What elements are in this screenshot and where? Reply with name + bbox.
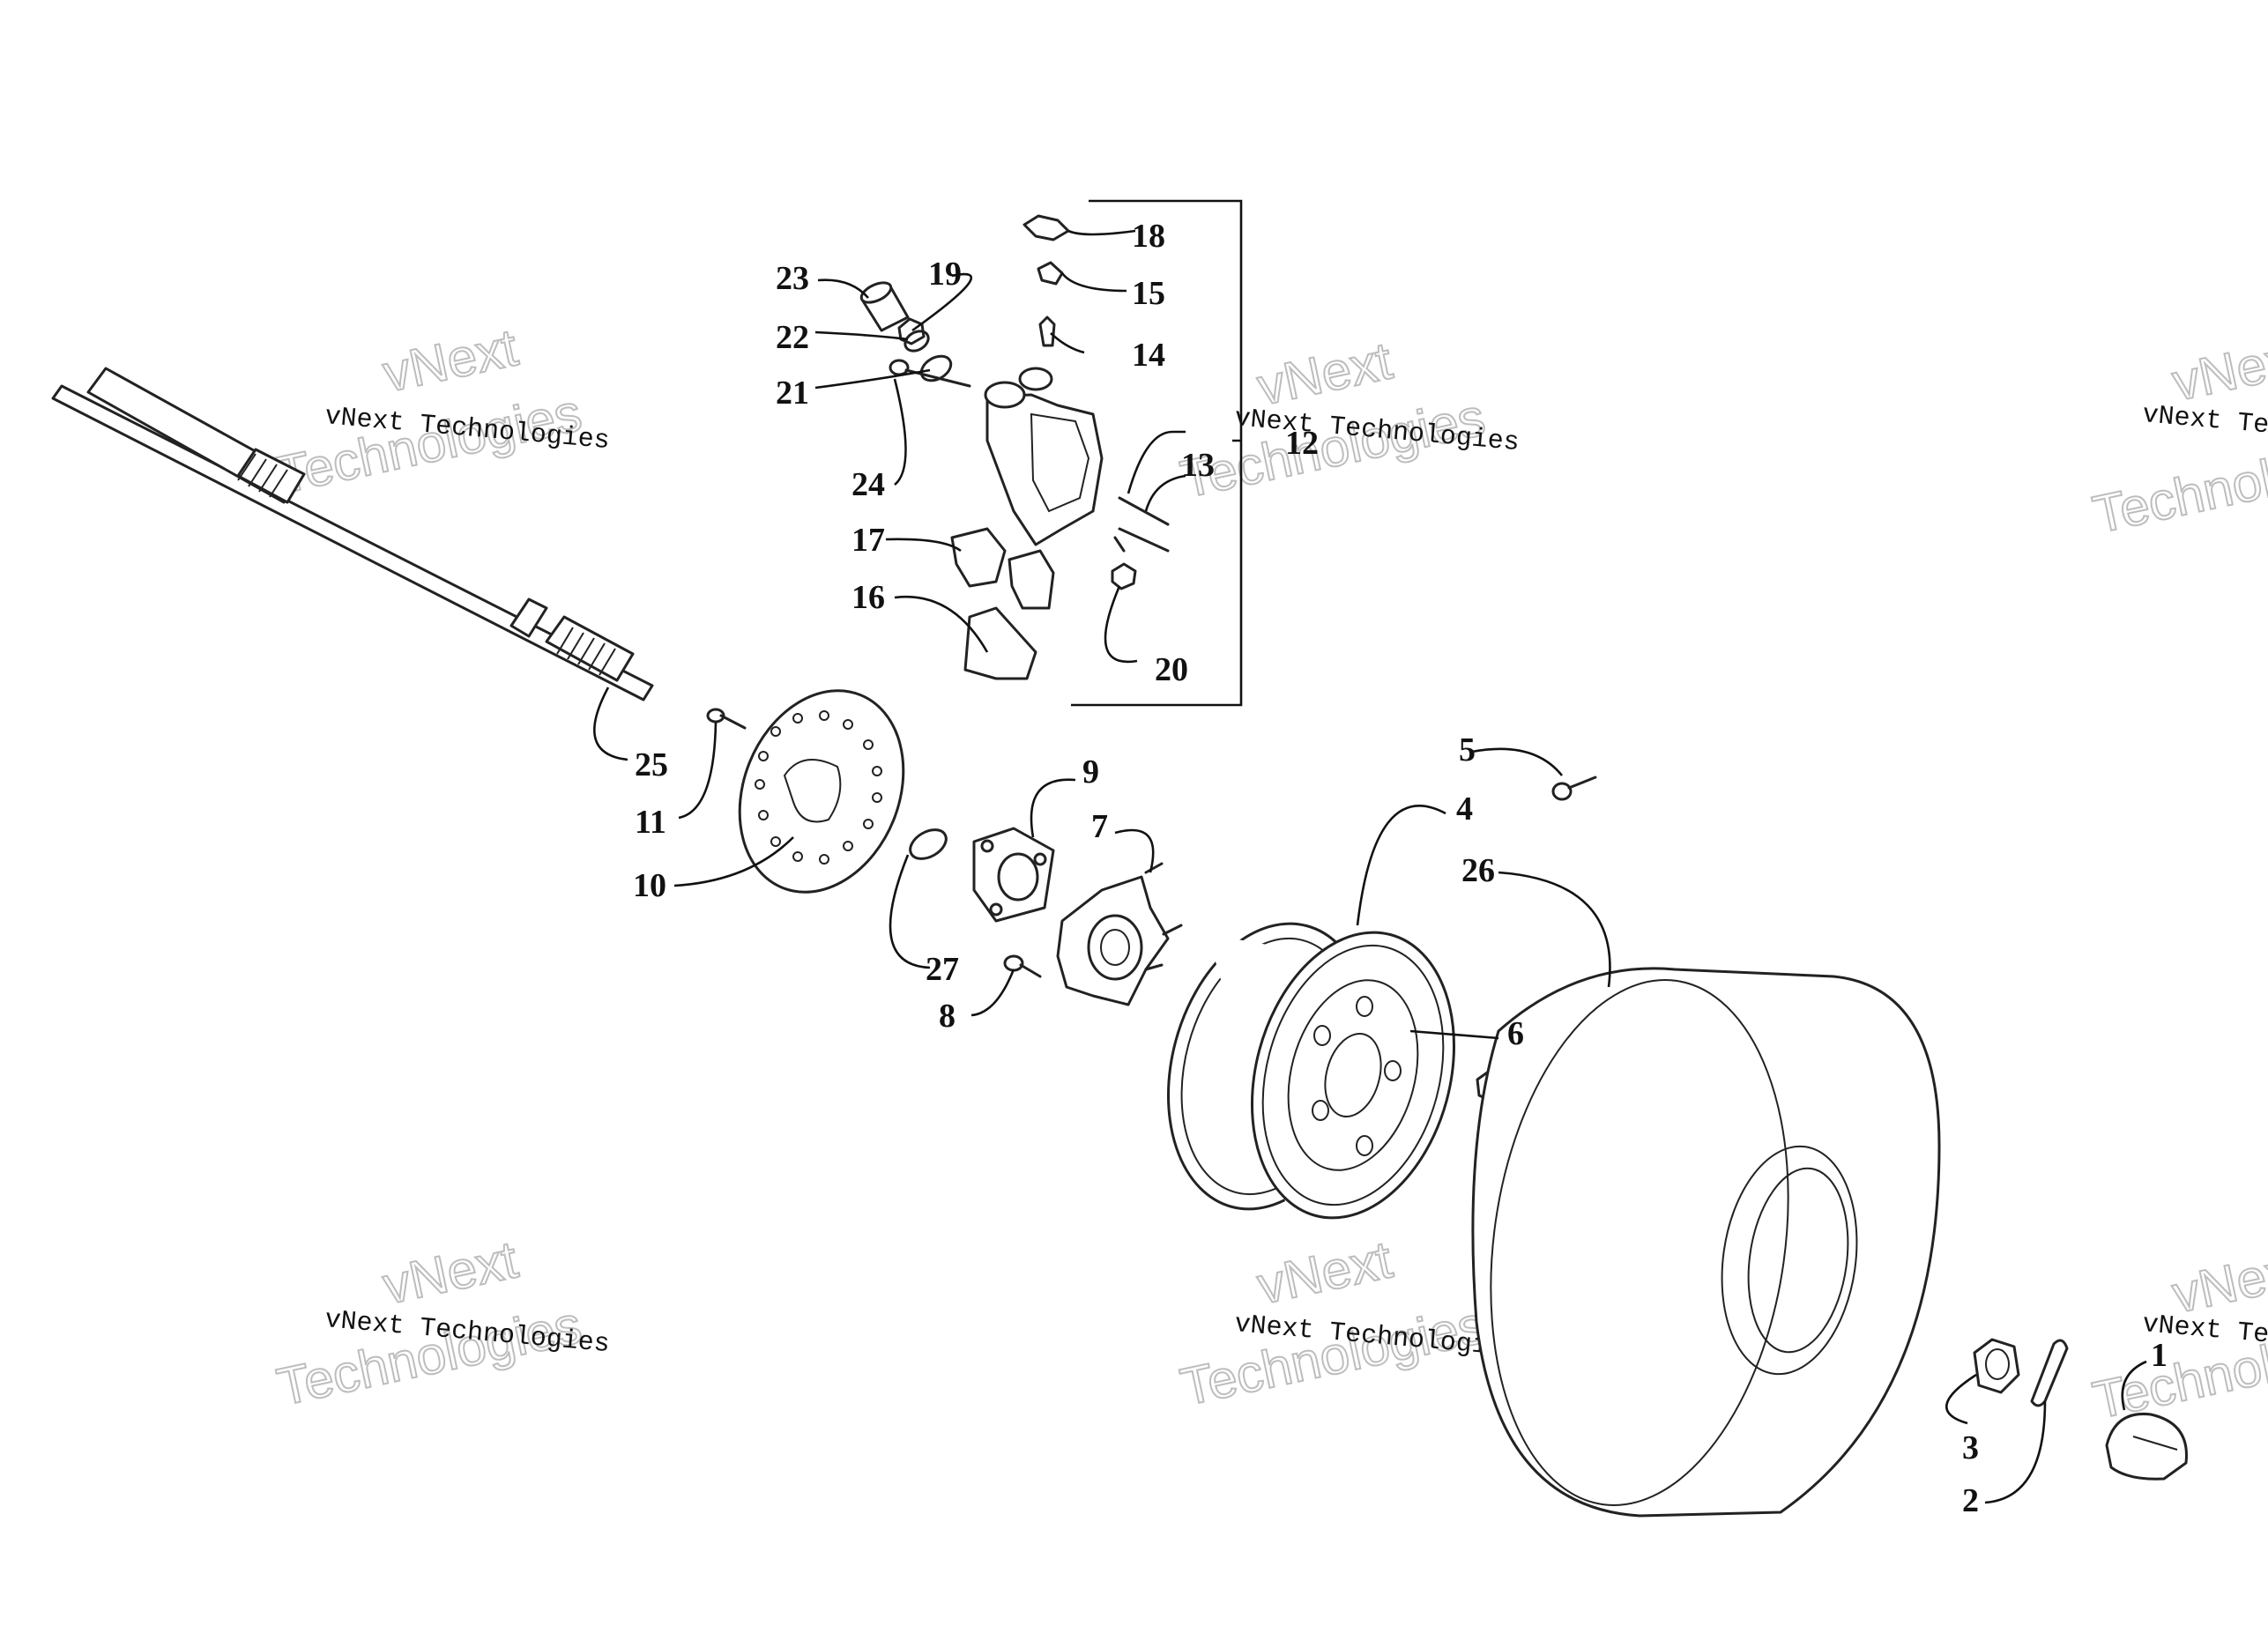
watermark-big-1: vNext xyxy=(2168,1238,2268,1324)
slide-pins xyxy=(1113,496,1170,553)
callout-21: 21 xyxy=(776,375,809,412)
leader-lines xyxy=(593,229,2147,1504)
callout-20: 20 xyxy=(1155,651,1188,688)
dust-boot xyxy=(919,354,953,382)
watermark-big-1: vNext xyxy=(2168,326,2268,412)
wheel-hub xyxy=(1056,862,1183,1006)
callout-18: 18 xyxy=(1132,218,1165,255)
watermark-top-right: vNext Technologies vNext Technologies xyxy=(2087,325,2268,545)
hub-cap xyxy=(2105,1412,2188,1481)
watermark-big-1: vNext xyxy=(1253,330,1397,416)
callout-11: 11 xyxy=(635,804,666,841)
bolt-8 xyxy=(1003,954,1042,978)
axle-nut xyxy=(1973,1338,2020,1394)
callout-7: 7 xyxy=(1091,808,1108,845)
callout-17: 17 xyxy=(851,522,885,559)
wheel-stud xyxy=(1551,776,1597,801)
callout-8: 8 xyxy=(939,998,956,1035)
bearing-carrier xyxy=(972,827,1055,923)
callout-12: 12 xyxy=(1285,425,1319,462)
piston-seal xyxy=(903,330,930,353)
callout-1: 1 xyxy=(2151,1337,2168,1374)
watermark-big-1: vNext xyxy=(378,317,523,403)
caliper-group-bracket xyxy=(1071,199,1243,707)
watermark-top-center: vNext Technologies vNext Technologies xyxy=(1175,330,1521,509)
watermark-bottom-center: vNext Technologies vNext Technologies xyxy=(1175,1228,1521,1417)
callout-10: 10 xyxy=(633,867,666,904)
watermark-bottom-right: vNext Technologies vNext Technologies xyxy=(2087,1237,2268,1430)
bolt-11 xyxy=(706,708,747,730)
callout-6: 6 xyxy=(1507,1015,1524,1052)
caliper-body xyxy=(984,367,1104,546)
callout-24: 24 xyxy=(851,466,885,503)
rim xyxy=(1166,922,1456,1220)
tire xyxy=(1471,967,1941,1518)
callout-2: 2 xyxy=(1962,1482,1979,1519)
brake-pads xyxy=(950,527,1055,610)
cotter-pin xyxy=(2030,1339,2069,1407)
axle-shaft xyxy=(51,367,654,701)
callout-16: 16 xyxy=(851,579,885,616)
bracket-nut xyxy=(1111,562,1137,590)
watermark-big-1: vNext xyxy=(1253,1229,1397,1315)
caliper-piston xyxy=(859,281,910,332)
callout-3: 3 xyxy=(1962,1429,1979,1466)
callout-13: 13 xyxy=(1181,447,1215,484)
watermark-small: vNext Technologies xyxy=(2141,400,2268,455)
caliper-pin xyxy=(889,359,971,388)
bleeder-cap xyxy=(1022,214,1070,241)
callout-26: 26 xyxy=(1461,852,1495,889)
watermark-big-1: vNext xyxy=(378,1229,523,1315)
callout-23: 23 xyxy=(776,260,809,297)
callout-14: 14 xyxy=(1132,337,1165,374)
callout-25: 25 xyxy=(635,746,668,783)
callout-15: 15 xyxy=(1132,275,1165,312)
callout-4: 4 xyxy=(1456,791,1473,828)
pad-bracket xyxy=(963,606,1037,680)
brake-disc xyxy=(738,689,905,894)
callout-9: 9 xyxy=(1082,753,1099,791)
watermark-top-left: vNext Technologies vNext Technologies xyxy=(271,316,611,505)
callout-5: 5 xyxy=(1459,731,1476,768)
o-ring xyxy=(909,828,948,860)
watermark-big-2: Technologies xyxy=(272,1295,587,1416)
watermark-bottom-left: vNext Technologies vNext Technologies xyxy=(271,1228,611,1417)
bleeder-screw xyxy=(1038,315,1056,347)
banjo-fitting xyxy=(1037,261,1064,286)
callout-22: 22 xyxy=(776,319,809,356)
callout-27: 27 xyxy=(926,951,959,988)
callout-labels: 1 2 3 4 5 6 7 8 9 10 11 12 13 14 15 16 1… xyxy=(633,218,2168,1519)
callout-19: 19 xyxy=(928,256,962,293)
watermark-big-2: Technologies xyxy=(2088,422,2268,544)
